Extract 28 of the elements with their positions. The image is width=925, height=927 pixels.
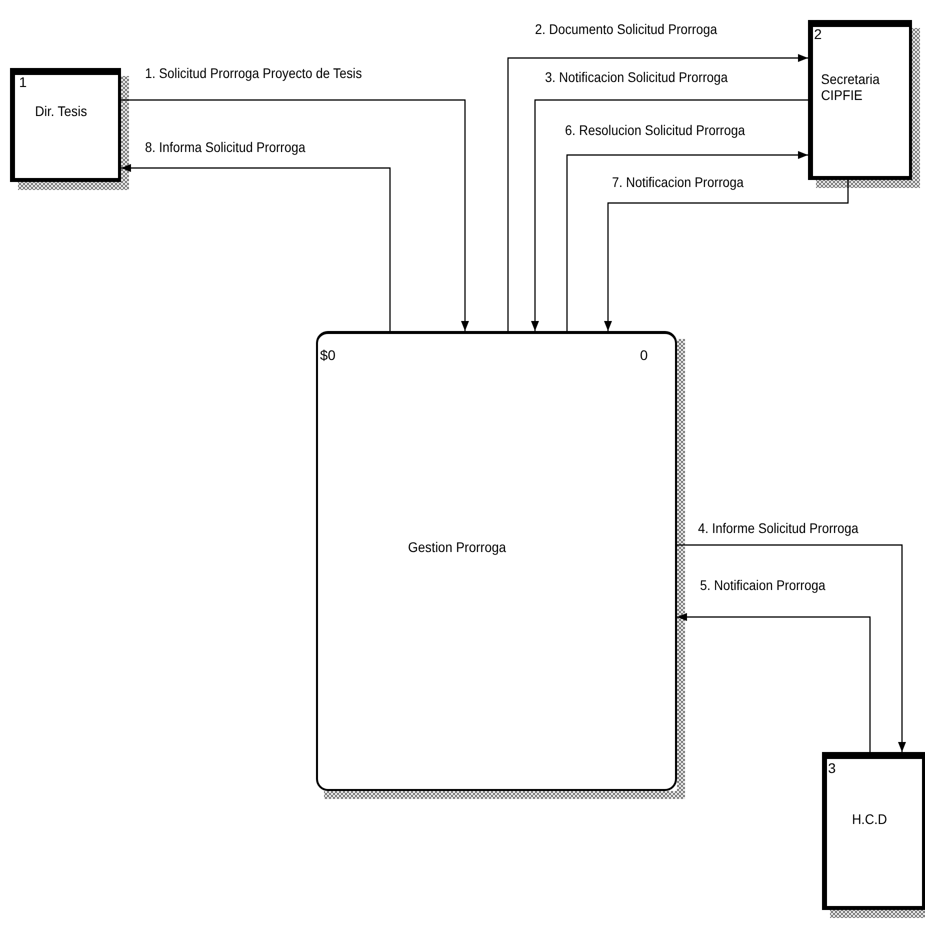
data-flow-arrow — [677, 613, 871, 752]
data-flow-arrow — [677, 544, 906, 752]
external-entity-box — [10, 68, 121, 182]
node-number: $0 — [320, 348, 336, 362]
node-number: 3 — [828, 761, 836, 775]
entity-name: Secretaria CIPFIE — [821, 71, 881, 103]
external-entity-box — [822, 752, 925, 910]
flow-label: 3. Notificacion Solicitud Prorroga — [545, 70, 728, 84]
node-number: 1 — [19, 75, 27, 89]
flow-label: 4. Informe Solicitud Prorroga — [698, 521, 858, 535]
entity-name: Dir. Tesis — [35, 103, 88, 119]
data-flow-arrow — [121, 164, 391, 331]
entity-name: H.C.D — [852, 811, 888, 827]
external-entity-box — [808, 20, 912, 180]
node-number: 0 — [640, 348, 648, 362]
data-flow-arrow — [121, 99, 469, 331]
flow-label: 7. Notificacion Prorroga — [612, 175, 744, 189]
flow-label: 2. Documento Solicitud Prorroga — [535, 22, 718, 36]
flow-label: 6. Resolucion Solicitud Prorroga — [565, 123, 745, 137]
data-flow-arrow — [531, 99, 808, 331]
data-flow-arrow — [566, 151, 808, 331]
flow-label: 1. Solicitud Prorroga Proyecto de Tesis — [145, 66, 362, 80]
entity-name: Gestion Prorroga — [408, 539, 508, 555]
flow-label: 8. Informa Solicitud Prorroga — [145, 140, 306, 154]
data-flow-arrow — [507, 54, 808, 331]
flow-label: 5. Notificaion Prorroga — [700, 578, 826, 592]
node-number: 2 — [814, 27, 822, 41]
data-flow-arrow — [604, 180, 849, 331]
